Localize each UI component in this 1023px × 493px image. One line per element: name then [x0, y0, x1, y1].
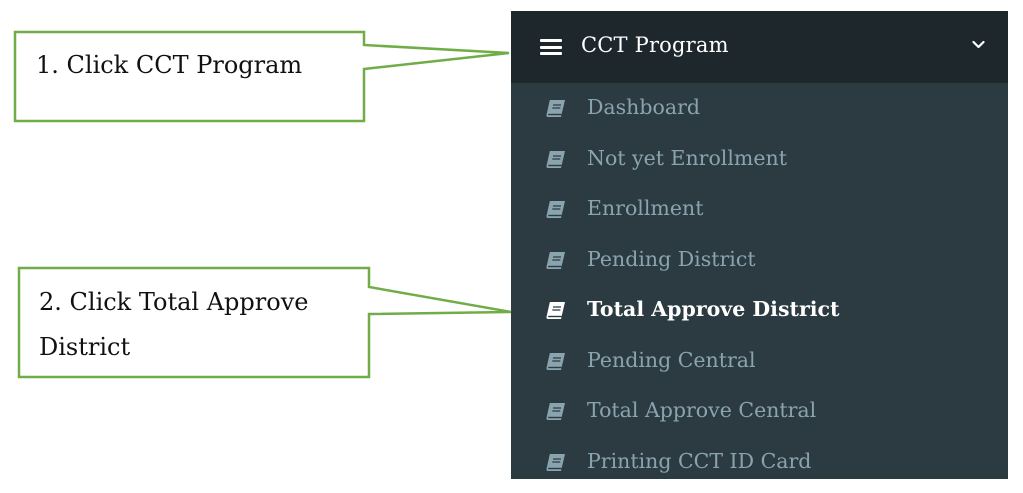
sidebar-item-label: Dashboard — [587, 95, 700, 119]
book-icon — [546, 454, 565, 471]
book-icon — [546, 201, 565, 218]
book-icon — [546, 302, 565, 319]
sidebar-item-label: Not yet Enrollment — [587, 146, 787, 170]
cct-program-label: CCT Program — [581, 33, 729, 57]
sidebar-item-dashboard[interactable]: Dashboard — [511, 84, 1008, 134]
hamburger-icon — [540, 39, 562, 55]
sidebar-item-total-approve-central[interactable]: Total Approve Central — [511, 387, 1008, 437]
cct-program-menu-header[interactable]: CCT Program — [511, 11, 1008, 83]
sidebar-item-label: Pending District — [587, 247, 756, 271]
callout-step-2-text-line-2: District — [39, 333, 131, 361]
sidebar-item-label: Total Approve District — [587, 297, 840, 321]
sidebar-menu: CCT Program Dashboard Not yet Enrollment… — [511, 11, 1008, 479]
book-icon — [546, 353, 565, 370]
callout-step-2: 2. Click Total Approve District — [39, 280, 308, 370]
sidebar-item-pending-central[interactable]: Pending Central — [511, 337, 1008, 387]
book-icon — [546, 151, 565, 168]
book-icon — [546, 252, 565, 269]
sidebar-item-label: Total Approve Central — [587, 398, 817, 422]
book-icon — [546, 100, 565, 117]
sidebar-item-pending-district[interactable]: Pending District — [511, 236, 1008, 286]
chevron-down-icon[interactable] — [972, 38, 985, 51]
sidebar-item-label: Enrollment — [587, 196, 704, 220]
book-icon — [546, 403, 565, 420]
callout-step-1-text: 1. Click CCT Program — [36, 51, 303, 79]
callout-step-1: 1. Click CCT Program — [36, 43, 302, 88]
sidebar-item-total-approve-district[interactable]: Total Approve District — [511, 286, 1008, 336]
callout-step-2-text-line-1: 2. Click Total Approve — [39, 288, 309, 316]
sidebar-item-label: Printing CCT ID Card — [587, 449, 812, 473]
sidebar-item-not-yet-enrollment[interactable]: Not yet Enrollment — [511, 135, 1008, 185]
sidebar-item-label: Pending Central — [587, 348, 756, 372]
sidebar-item-printing-cct-id-card[interactable]: Printing CCT ID Card — [511, 438, 1008, 479]
sidebar-item-enrollment[interactable]: Enrollment — [511, 185, 1008, 235]
